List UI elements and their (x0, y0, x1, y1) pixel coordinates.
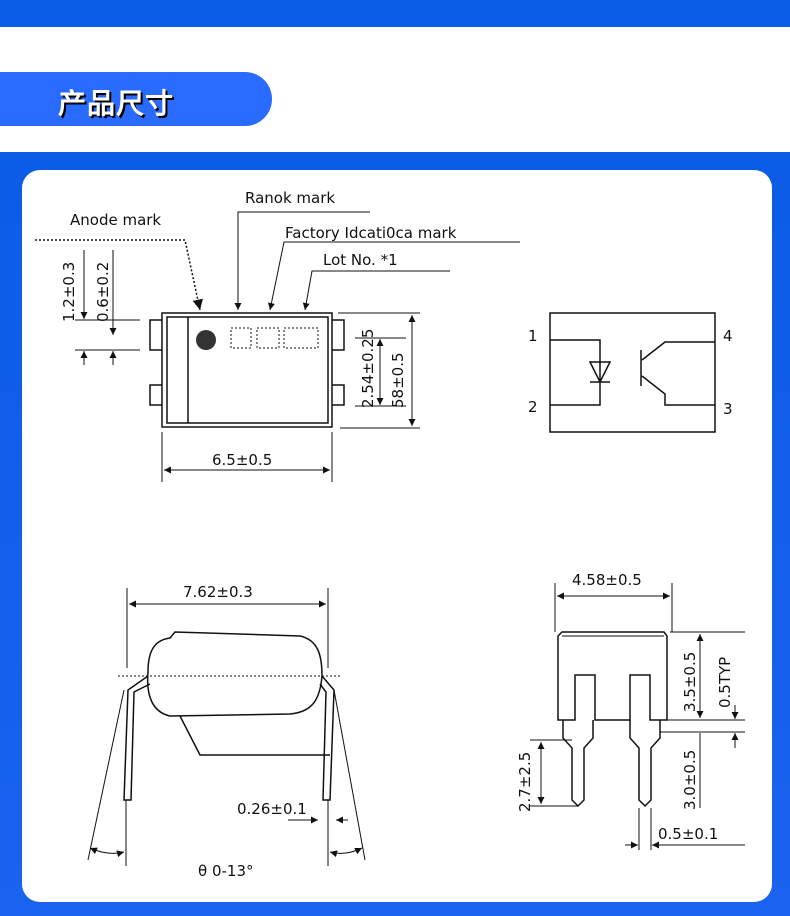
dim-shoulder: 2.7±2.5 (516, 752, 534, 812)
dim-pin-spacing: 2.54±0.25 (359, 329, 377, 408)
dim-lead-pitch: 1.2±0.3 (60, 262, 78, 322)
dim-row-spacing: 7.62±0.3 (183, 583, 253, 601)
pin-1-label: 1 (528, 327, 538, 345)
rank-mark-box (230, 327, 252, 349)
dim-lead-thickness: 0.26±0.1 (237, 800, 307, 818)
anode-mark-label: Anode mark (70, 211, 161, 229)
pin-2-label: 2 (528, 398, 538, 416)
package-outline (161, 312, 333, 428)
end-body (557, 631, 668, 721)
dim-end-lead-width: 0.5±0.1 (658, 825, 718, 843)
lot-no-label: Lot No. *1 (323, 251, 398, 269)
section-title: 产品尺寸 (58, 87, 175, 120)
side-view: 7.62±0.3 0.26±0.1 θ 0-13° (87, 583, 366, 880)
end-view: 4.58±0.5 3.5±0.5 0.5TYP 3.0±0.5 2.7±2.5 … (516, 571, 745, 850)
factory-mark-label: Factory Idcati0ca mark (285, 224, 457, 242)
internal-schematic: 1 2 3 4 (528, 312, 733, 433)
dim-lead-length: 3.0±0.5 (681, 750, 699, 810)
dim-lead-width: 0.6±0.2 (94, 262, 112, 322)
dim-standoff: 0.5TYP (716, 657, 734, 708)
led-diode-symbol (588, 361, 612, 384)
lead-angle: θ 0-13° (198, 862, 254, 880)
diagram-card (22, 170, 772, 902)
dim-end-height: 3.5±0.5 (681, 652, 699, 712)
dim-body-height: 58±0.5 (389, 352, 407, 408)
anode-dot (196, 330, 216, 350)
section-header (0, 72, 272, 126)
package-body (146, 631, 323, 717)
pin-4-label: 4 (723, 327, 733, 345)
top-band (0, 0, 790, 27)
pin-3-label: 3 (723, 400, 733, 418)
factory-mark-box (256, 327, 280, 349)
rank-mark-label: Ranok mark (245, 189, 335, 207)
dim-end-width: 4.58±0.5 (572, 571, 642, 589)
lot-box (283, 327, 319, 349)
dim-body-width: 6.5±0.5 (212, 451, 272, 469)
top-view: Anode mark Ranok mark Factory Idcati0ca … (35, 189, 520, 482)
